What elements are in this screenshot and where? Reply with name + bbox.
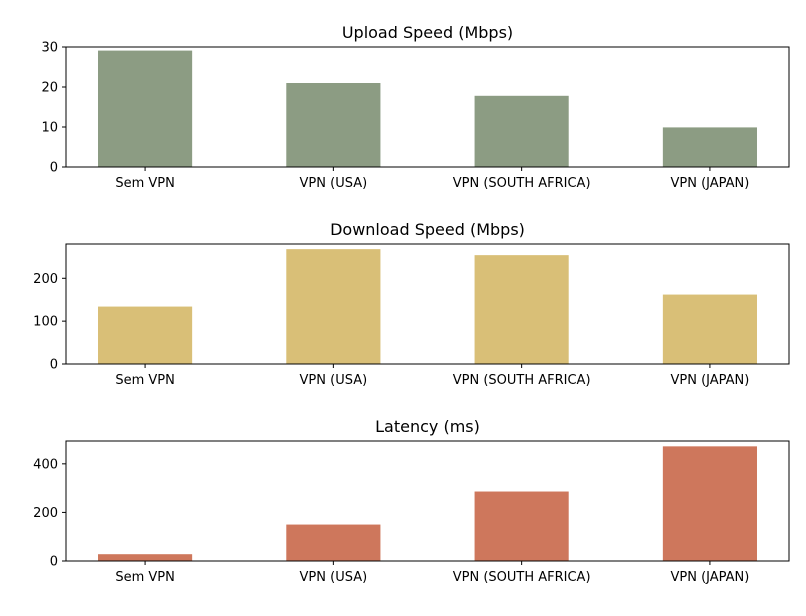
y-tick-label: 400 <box>33 457 58 472</box>
y-tick-label: 0 <box>50 358 58 373</box>
plot-frame <box>65 46 790 168</box>
bar-1 <box>98 554 193 561</box>
chart-title: Upload Speed (Mbps) <box>342 23 513 42</box>
bar-3 <box>474 491 569 561</box>
y-tick-label: 10 <box>41 121 58 136</box>
chart-title: Latency (ms) <box>375 417 480 436</box>
x-tick-label: VPN (JAPAN) <box>670 570 749 585</box>
y-tick-label: 200 <box>33 272 58 287</box>
y-tick-label: 20 <box>41 81 58 96</box>
x-tick-label: VPN (JAPAN) <box>670 373 749 388</box>
bar-4 <box>662 446 757 561</box>
bar-4 <box>662 294 757 364</box>
bar-2 <box>286 83 381 167</box>
bar-2 <box>286 249 381 364</box>
y-tick-label: 30 <box>41 41 58 56</box>
x-tick-label: Sem VPN <box>115 373 175 388</box>
x-tick-label: VPN (USA) <box>300 373 368 388</box>
x-tick-label: Sem VPN <box>115 176 175 191</box>
bar-1 <box>98 306 193 364</box>
y-tick-label: 0 <box>50 555 58 570</box>
x-tick-label: Sem VPN <box>115 570 175 585</box>
y-tick-label: 100 <box>33 315 58 330</box>
plot-frame <box>65 243 790 365</box>
bar-4 <box>662 127 757 167</box>
bar-3 <box>474 95 569 167</box>
x-tick-label: VPN (SOUTH AFRICA) <box>453 570 591 585</box>
bar-1 <box>98 50 193 167</box>
chart-title: Download Speed (Mbps) <box>330 220 525 239</box>
y-tick-label: 200 <box>33 506 58 521</box>
bar-3 <box>474 255 569 364</box>
y-tick-label: 0 <box>50 161 58 176</box>
x-tick-label: VPN (SOUTH AFRICA) <box>453 373 591 388</box>
bar-2 <box>286 524 381 561</box>
x-tick-label: VPN (SOUTH AFRICA) <box>453 176 591 191</box>
x-tick-label: VPN (JAPAN) <box>670 176 749 191</box>
x-tick-label: VPN (USA) <box>300 176 368 191</box>
x-tick-label: VPN (USA) <box>300 570 368 585</box>
plot-frame <box>65 440 790 562</box>
